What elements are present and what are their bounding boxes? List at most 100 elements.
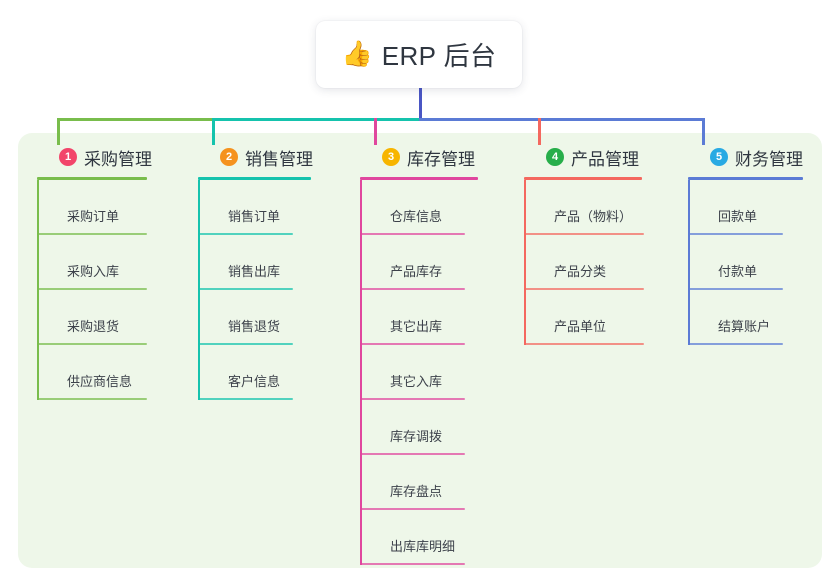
branch-header-rule-1	[37, 177, 147, 180]
bar-segment-2	[212, 118, 419, 121]
leaf-item[interactable]: 仓库信息	[360, 180, 478, 235]
leaf-item-label: 销售退货	[228, 319, 281, 334]
branch-header-rule-2	[198, 177, 311, 180]
root-stem-line	[419, 88, 422, 121]
bar-segment-1	[57, 118, 212, 121]
leaf-item-label: 产品分类	[554, 264, 607, 279]
leaf-item[interactable]: 产品分类	[524, 235, 644, 290]
branch-number-badge-3: 3	[382, 148, 400, 166]
leaf-item[interactable]: 采购订单	[37, 180, 152, 235]
branch-spine-1	[37, 180, 39, 400]
branch-drop-line-3	[374, 118, 377, 145]
branch-header-3[interactable]: 3 库存管理	[360, 145, 478, 169]
leaf-item-label: 结算账户	[718, 319, 771, 334]
branch-number-badge-1: 1	[59, 148, 77, 166]
branch-column-3: 3 库存管理仓库信息产品库存其它出库其它入库库存调拨库存盘点出库库明细	[360, 145, 478, 565]
leaf-item-rule	[524, 288, 644, 290]
branch-items-5: 回款单付款单结算账户	[688, 180, 803, 345]
root-node-card[interactable]: 👍 ERP 后台	[316, 21, 522, 88]
branch-items-3: 仓库信息产品库存其它出库其它入库库存调拨库存盘点出库库明细	[360, 180, 478, 565]
branch-header-5[interactable]: 5 财务管理	[688, 145, 803, 169]
leaf-item-rule	[37, 343, 147, 345]
branch-column-5: 5 财务管理回款单付款单结算账户	[688, 145, 803, 345]
branch-header-rule-4	[524, 177, 642, 180]
leaf-item[interactable]: 供应商信息	[37, 345, 152, 400]
leaf-item[interactable]: 付款单	[688, 235, 803, 290]
leaf-item[interactable]: 库存调拨	[360, 400, 478, 455]
bar-segment-3	[419, 118, 705, 121]
leaf-item-label: 回款单	[718, 209, 758, 224]
leaf-item-rule	[524, 233, 644, 235]
branch-items-4: 产品（物料） 产品分类产品单位	[524, 180, 644, 345]
branch-items-2: 销售订单销售出库销售退货客户信息	[198, 180, 313, 400]
branch-title-3: 库存管理	[407, 149, 475, 169]
leaf-item[interactable]: 销售出库	[198, 235, 313, 290]
branch-drop-line-4	[538, 118, 541, 145]
leaf-item[interactable]: 产品库存	[360, 235, 478, 290]
leaf-item-label: 出库库明细	[390, 539, 456, 554]
leaf-item-rule	[198, 233, 293, 235]
leaf-item-rule	[198, 288, 293, 290]
branch-spine-3	[360, 180, 362, 565]
leaf-item-label: 产品库存	[390, 264, 443, 279]
leaf-item-label: 客户信息	[228, 374, 281, 389]
leaf-item-rule	[198, 343, 293, 345]
branch-number-badge-4: 4	[546, 148, 564, 166]
leaf-item[interactable]: 结算账户	[688, 290, 803, 345]
leaf-item-rule	[360, 453, 465, 455]
leaf-item-rule	[524, 343, 644, 345]
branch-spine-5	[688, 180, 690, 345]
branch-column-4: 4 产品管理产品（物料） 产品分类产品单位	[524, 145, 644, 345]
leaf-item[interactable]: 采购入库	[37, 235, 152, 290]
leaf-item[interactable]: 产品单位	[524, 290, 644, 345]
leaf-item-label: 库存调拨	[390, 429, 443, 444]
branch-title-1: 采购管理	[84, 149, 152, 169]
branch-number-badge-5: 5	[710, 148, 728, 166]
branch-header-rule-5	[688, 177, 803, 180]
branch-title-4: 产品管理	[571, 149, 639, 169]
leaf-item[interactable]: 其它出库	[360, 290, 478, 345]
branch-header-1[interactable]: 1 采购管理	[37, 145, 152, 169]
branch-header-4[interactable]: 4 产品管理	[524, 145, 642, 169]
branch-title-5: 财务管理	[735, 149, 803, 169]
branch-column-1: 1 采购管理采购订单采购入库采购退货供应商信息	[37, 145, 152, 400]
leaf-item[interactable]: 客户信息	[198, 345, 313, 400]
branch-number-badge-2: 2	[220, 148, 238, 166]
leaf-item-label: 付款单	[718, 264, 758, 279]
leaf-item-label: 销售出库	[228, 264, 281, 279]
leaf-item[interactable]: 回款单	[688, 180, 803, 235]
leaf-item-label: 库存盘点	[390, 484, 443, 499]
leaf-item-label: 产品单位	[554, 319, 607, 334]
leaf-item-rule	[688, 343, 783, 345]
branch-spine-4	[524, 180, 526, 345]
leaf-item[interactable]: 销售订单	[198, 180, 313, 235]
leaf-item-label: 采购入库	[67, 264, 120, 279]
leaf-item[interactable]: 库存盘点	[360, 455, 478, 510]
thumbs-up-icon: 👍	[341, 40, 373, 68]
branch-drop-line-2	[212, 118, 215, 145]
leaf-item-rule	[360, 563, 465, 565]
leaf-item[interactable]: 其它入库	[360, 345, 478, 400]
leaf-item[interactable]: 出库库明细	[360, 510, 478, 565]
leaf-item-label: 供应商信息	[67, 374, 133, 389]
leaf-item[interactable]: 产品（物料）	[524, 180, 644, 235]
leaf-item-rule	[360, 343, 465, 345]
leaf-item-label: 其它入库	[390, 374, 443, 389]
leaf-item-label: 销售订单	[228, 209, 281, 224]
leaf-item-label: 其它出库	[390, 319, 443, 334]
leaf-item-rule	[198, 398, 293, 400]
leaf-item-rule	[37, 288, 147, 290]
branch-spine-2	[198, 180, 200, 400]
leaf-item-rule	[688, 288, 783, 290]
root-node-label: ERP 后台	[381, 41, 497, 71]
leaf-item-rule	[360, 233, 465, 235]
leaf-item-rule	[688, 233, 783, 235]
branch-items-1: 采购订单采购入库采购退货供应商信息	[37, 180, 152, 400]
leaf-item[interactable]: 采购退货	[37, 290, 152, 345]
leaf-item-label: 仓库信息	[390, 209, 443, 224]
leaf-item[interactable]: 销售退货	[198, 290, 313, 345]
branch-drop-line-1	[57, 118, 60, 145]
leaf-item-label: 产品（物料）	[554, 209, 633, 224]
